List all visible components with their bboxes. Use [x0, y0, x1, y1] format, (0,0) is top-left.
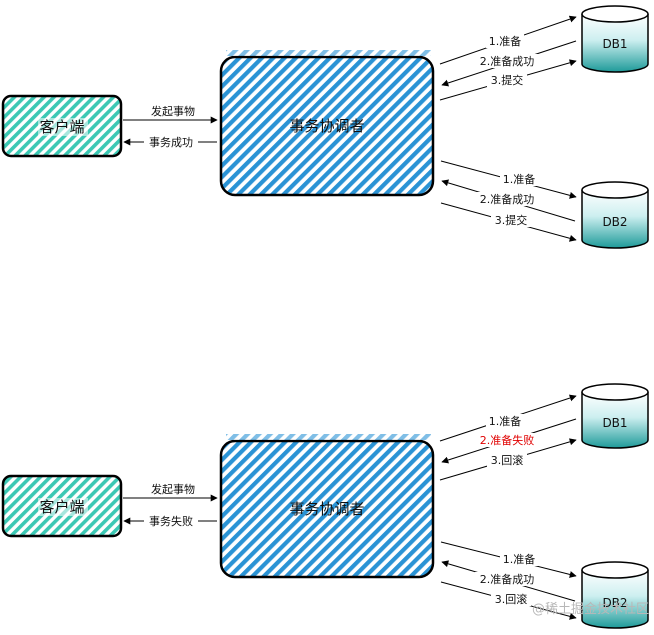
db1-msg-2: 2.准备成功 — [480, 54, 535, 68]
coordinator-node: 事务协调者 — [219, 434, 435, 579]
client-node: 客户端 — [1, 94, 123, 158]
scenario-failure: 客户端 发起事物 事务失败 事务协调者 DB1 DB2 1.准备 — [1, 383, 649, 629]
client-label: 客户端 — [39, 498, 84, 516]
db2-node: DB2 — [581, 561, 649, 629]
db1-node: DB1 — [581, 5, 649, 73]
db2-label: DB2 — [602, 215, 627, 229]
client-node: 客户端 — [1, 474, 123, 538]
coordinator-node: 事务协调者 — [219, 50, 435, 197]
db2-msg-1: 1.准备 — [503, 552, 536, 566]
db2-msg-2: 2.准备成功 — [480, 192, 535, 206]
db1-label: DB1 — [602, 416, 627, 430]
coordinator-label: 事务协调者 — [289, 117, 364, 135]
db2-msg-3: 3.回滚 — [495, 592, 528, 606]
coordinator-label: 事务协调者 — [289, 500, 364, 518]
db2-msg-3: 3.提交 — [495, 213, 528, 227]
request-label: 发起事物 — [151, 104, 195, 118]
db1-msg-1: 1.准备 — [489, 34, 522, 48]
db2-label: DB2 — [602, 596, 627, 610]
db1-node: DB1 — [581, 383, 649, 449]
client-label: 客户端 — [39, 118, 84, 136]
response-label: 事务成功 — [149, 136, 193, 149]
watermark: @稀土掘金技术社区 — [532, 601, 649, 617]
request-label: 发起事物 — [151, 482, 195, 496]
scenario-success: 客户端 发起事物 事务成功 事务协调者 DB1 DB2 1.准备 — [1, 5, 649, 249]
db2-msg-2: 2.准备成功 — [480, 572, 535, 586]
response-label: 事务失败 — [149, 514, 193, 528]
db1-msg-3: 3.提交 — [491, 73, 524, 87]
db2-msg-1: 1.准备 — [503, 172, 536, 186]
db1-msg-1: 1.准备 — [489, 414, 522, 428]
db1-msg-3: 3.回滚 — [491, 453, 524, 467]
db1-msg-2-failure: 2.准备失败 — [480, 433, 535, 447]
db1-label: DB1 — [602, 37, 627, 51]
db2-node: DB2 — [581, 181, 649, 249]
